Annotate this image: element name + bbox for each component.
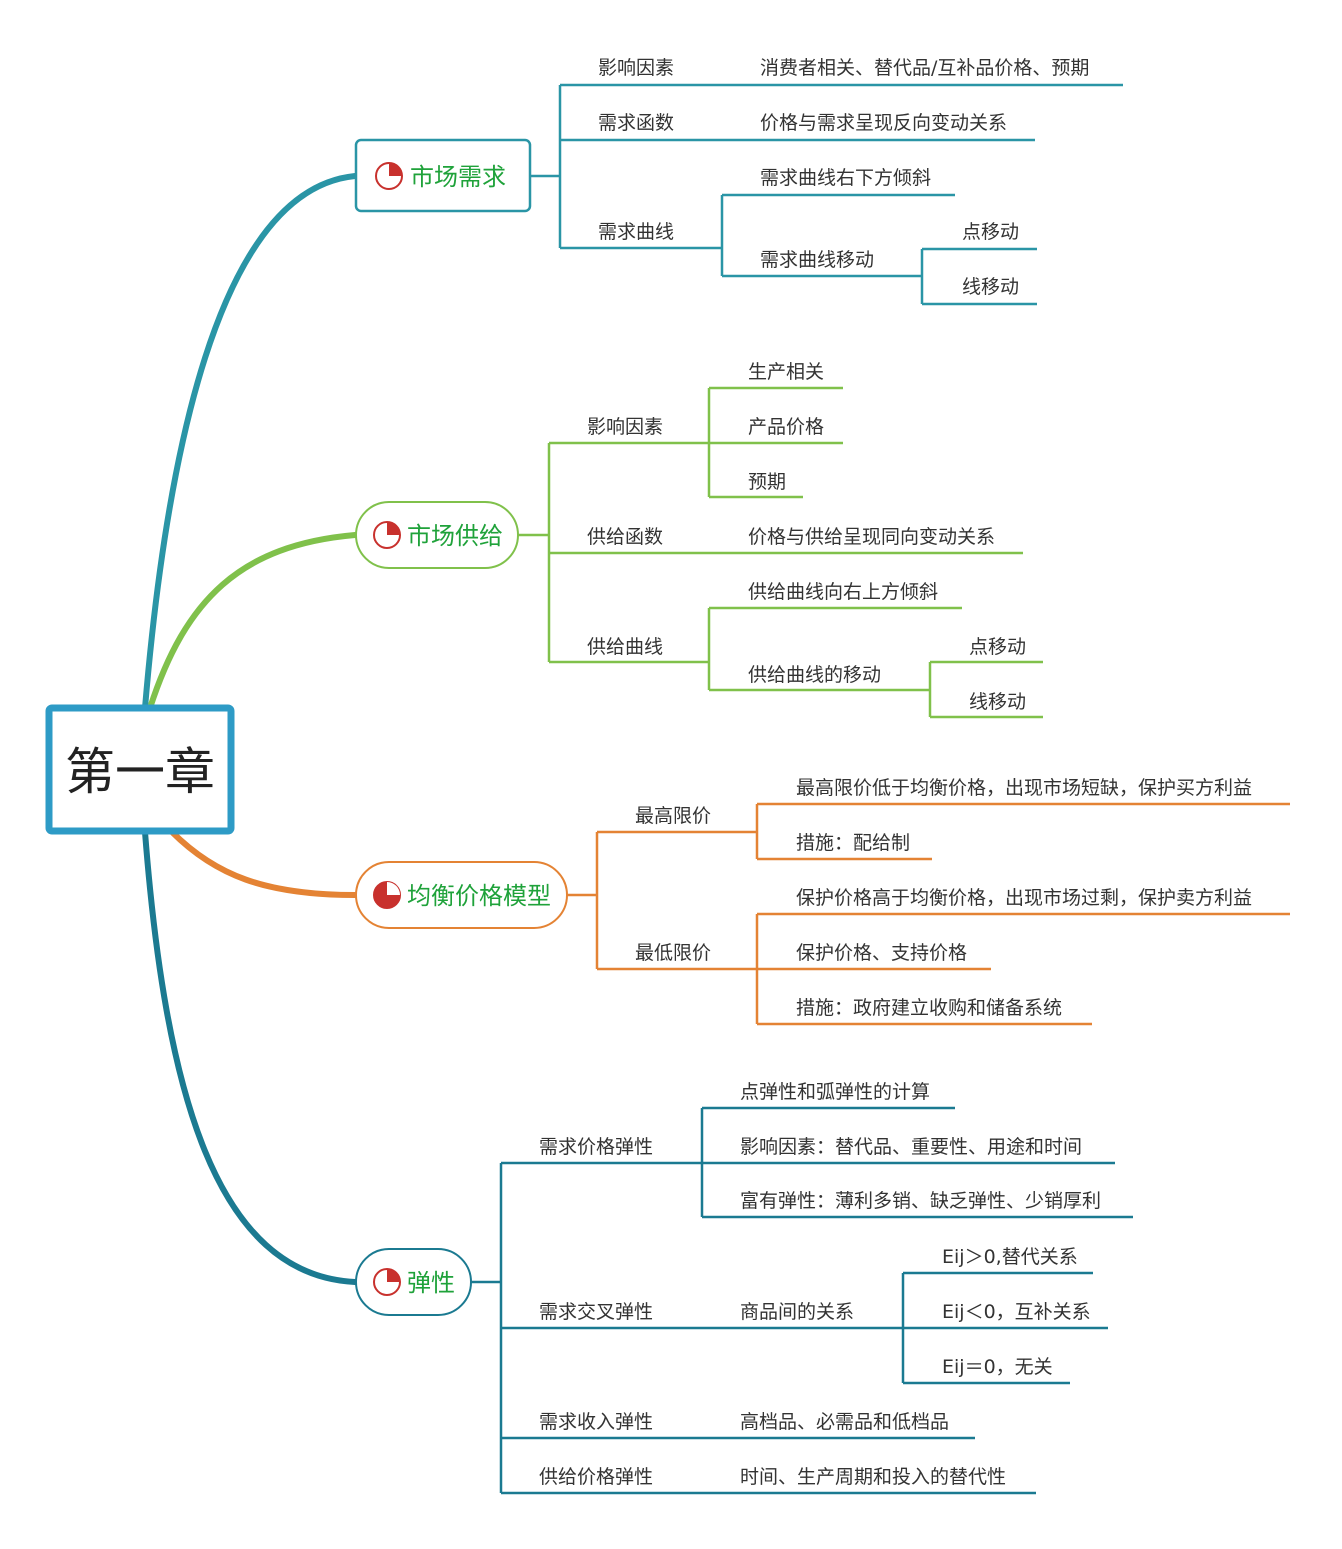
price-elasticity-item: 影响因素：替代品、重要性、用途和时间 — [740, 1136, 1082, 1158]
connector-supply — [147, 532, 358, 711]
supply-elasticity-label: 供给价格弹性 — [539, 1466, 653, 1488]
connector-demand — [142, 173, 358, 711]
root-node[interactable]: 第一章 — [45, 704, 235, 835]
supply-function-label: 供给函数 — [587, 526, 663, 548]
income-elasticity-label: 需求收入弹性 — [539, 1411, 653, 1433]
max-price-item: 措施：配给制 — [796, 832, 910, 854]
demand-title: 市场需求 — [410, 163, 506, 191]
demand-texts: 影响因素 消费者相关、替代品/互补品价格、预期 需求函数 价格与需求呈现反向变动… — [598, 57, 1089, 298]
supply-title: 市场供给 — [407, 522, 503, 550]
supply-curve-slope: 供给曲线向右上方倾斜 — [748, 581, 938, 603]
pie-full-icon — [373, 881, 401, 909]
cross-elasticity-relation: 商品间的关系 — [740, 1301, 854, 1323]
supply-curve-shift: 供给曲线的移动 — [748, 664, 881, 686]
demand-function-label: 需求函数 — [598, 112, 674, 134]
supply-function-detail: 价格与供给呈现同向变动关系 — [748, 526, 995, 548]
supply-texts: 影响因素 生产相关 产品价格 预期 供给函数 价格与供给呈现同向变动关系 供给曲… — [587, 361, 1026, 713]
main-node-equilibrium[interactable]: 均衡价格模型 — [355, 861, 568, 929]
supply-factors-label: 影响因素 — [587, 416, 663, 438]
demand-shift-line: 线移动 — [962, 276, 1019, 298]
supply-factor-item: 产品价格 — [748, 416, 824, 438]
max-price-label: 最高限价 — [635, 805, 711, 827]
demand-shift-point: 点移动 — [962, 221, 1019, 243]
demand-curve-slope: 需求曲线右下方倾斜 — [760, 167, 931, 189]
branch-supply — [518, 386, 1043, 719]
elasticity-texts: 需求价格弹性 点弹性和弧弹性的计算 影响因素：替代品、重要性、用途和时间 富有弹… — [539, 1081, 1101, 1488]
supply-curve-label: 供给曲线 — [587, 636, 663, 658]
branch-demand — [530, 83, 1123, 306]
cross-elasticity-item: Eij＞0,替代关系 — [942, 1246, 1078, 1268]
branch-elasticity — [471, 1106, 1133, 1495]
equilibrium-title: 均衡价格模型 — [407, 882, 551, 910]
max-price-item: 最高限价低于均衡价格，出现市场短缺，保护买方利益 — [796, 777, 1252, 799]
price-elasticity-item: 富有弹性：薄利多销、缺乏弹性、少销厚利 — [740, 1190, 1101, 1212]
cross-elasticity-item: Eij＜0，互补关系 — [942, 1301, 1091, 1323]
supply-elasticity-detail: 时间、生产周期和投入的替代性 — [740, 1466, 1006, 1488]
connector-equilibrium — [169, 829, 358, 898]
cross-elasticity-label: 需求交叉弹性 — [539, 1301, 653, 1323]
pie-quarter-icon — [373, 521, 401, 549]
min-price-item: 保护价格高于均衡价格，出现市场过剩，保护卖方利益 — [796, 887, 1252, 909]
supply-shift-line: 线移动 — [969, 691, 1026, 713]
elasticity-title: 弹性 — [407, 1269, 455, 1297]
min-price-item: 保护价格、支持价格 — [796, 942, 967, 964]
connector-elasticity — [142, 829, 358, 1285]
income-elasticity-detail: 高档品、必需品和低档品 — [740, 1411, 949, 1433]
supply-shift-point: 点移动 — [969, 636, 1026, 658]
price-elasticity-label: 需求价格弹性 — [539, 1136, 653, 1158]
min-price-item: 措施：政府建立收购和储备系统 — [796, 997, 1062, 1019]
root-connectors — [142, 173, 358, 1285]
min-price-label: 最低限价 — [635, 942, 711, 964]
branch-equilibrium — [567, 802, 1290, 1026]
price-elasticity-item: 点弹性和弧弹性的计算 — [740, 1081, 930, 1103]
pie-quarter-icon — [375, 162, 403, 190]
main-node-demand[interactable]: 市场需求 — [354, 138, 532, 213]
demand-function-detail: 价格与需求呈现反向变动关系 — [760, 112, 1007, 134]
equilibrium-texts: 最高限价 最高限价低于均衡价格，出现市场短缺，保护买方利益 措施：配给制 最低限… — [635, 777, 1252, 1019]
root-title: 第一章 — [65, 743, 215, 801]
supply-factor-item: 预期 — [748, 471, 786, 493]
pie-quarter-icon — [373, 1268, 401, 1296]
demand-curve-label: 需求曲线 — [598, 221, 674, 243]
supply-factor-item: 生产相关 — [748, 361, 824, 383]
cross-elasticity-item: Eij＝0，无关 — [942, 1356, 1053, 1378]
main-node-supply[interactable]: 市场供给 — [355, 501, 519, 569]
demand-factors-label: 影响因素 — [598, 57, 674, 79]
demand-curve-shift: 需求曲线移动 — [760, 249, 874, 271]
demand-factors-detail: 消费者相关、替代品/互补品价格、预期 — [760, 57, 1089, 79]
main-node-elasticity[interactable]: 弹性 — [355, 1248, 472, 1316]
